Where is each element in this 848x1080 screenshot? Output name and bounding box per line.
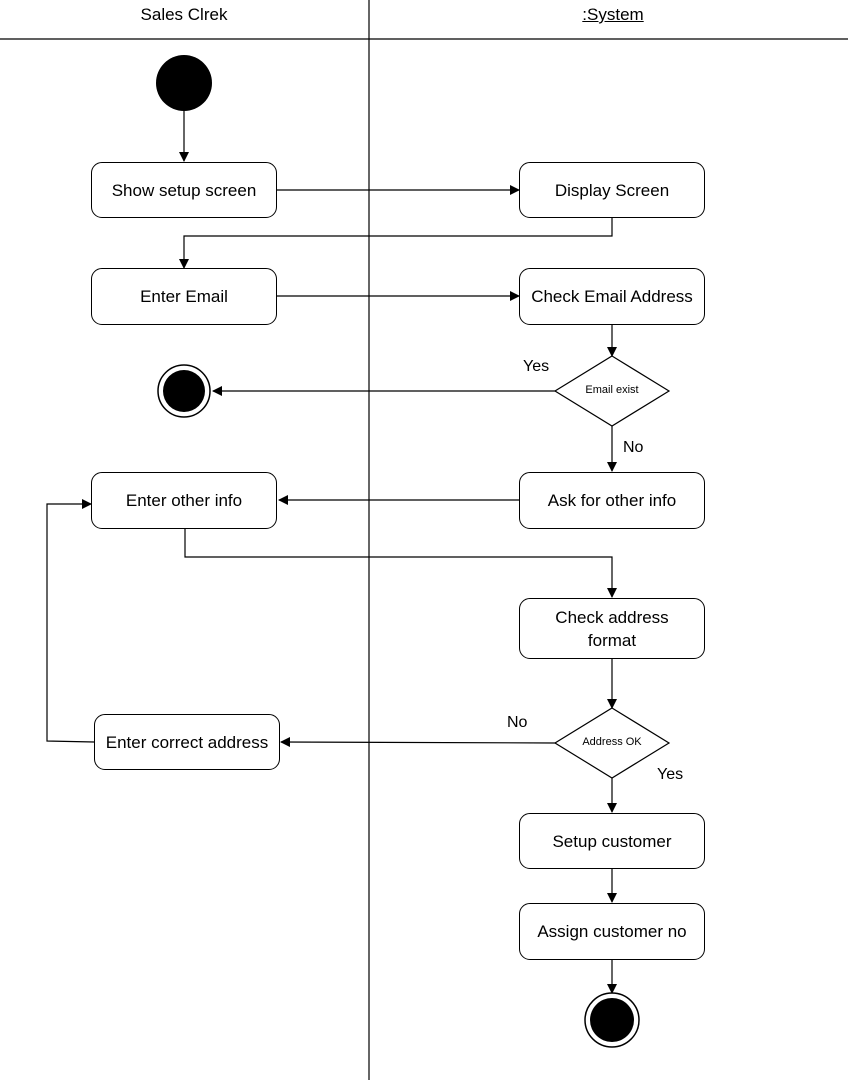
guard-address-yes: Yes [657, 766, 684, 783]
initial-node [156, 55, 212, 111]
flow-enter-other-to-check-address [184, 529, 617, 598]
lane-title-system: :System [582, 5, 644, 24]
action-enter-correct-address: Enter correct address [94, 714, 280, 770]
action-check-email-address: Check Email Address [519, 268, 705, 325]
final-node-end [584, 992, 640, 1048]
action-show-setup-screen: Show setup screen [91, 162, 277, 218]
decision-address-ok [553, 707, 671, 779]
action-setup-customer: Setup customer [519, 813, 705, 869]
flow-address-no-to-enter-correct [280, 737, 556, 748]
action-enter-email: Enter Email [91, 268, 277, 325]
action-enter-other-info: Enter other info [91, 472, 277, 529]
action-display-screen: Display Screen [519, 162, 705, 218]
guard-address-no: No [507, 714, 528, 731]
lane-title-sales-clerk: Sales Clrek [140, 5, 228, 24]
flow-display-to-enter-email [179, 218, 613, 269]
flow-enter-correct-loop-back [46, 499, 95, 743]
guard-email-yes: Yes [523, 358, 550, 375]
action-check-address-format: Check address format [519, 598, 705, 659]
decision-label-address-ok: Address OK [582, 736, 642, 748]
decision-label-email-exist: Email exist [585, 384, 639, 396]
guard-email-no: No [623, 439, 644, 456]
final-node-email-exists [157, 364, 211, 418]
decision-email-exist [553, 355, 671, 427]
action-assign-customer-no: Assign customer no [519, 903, 705, 960]
action-ask-for-other-info: Ask for other info [519, 472, 705, 529]
